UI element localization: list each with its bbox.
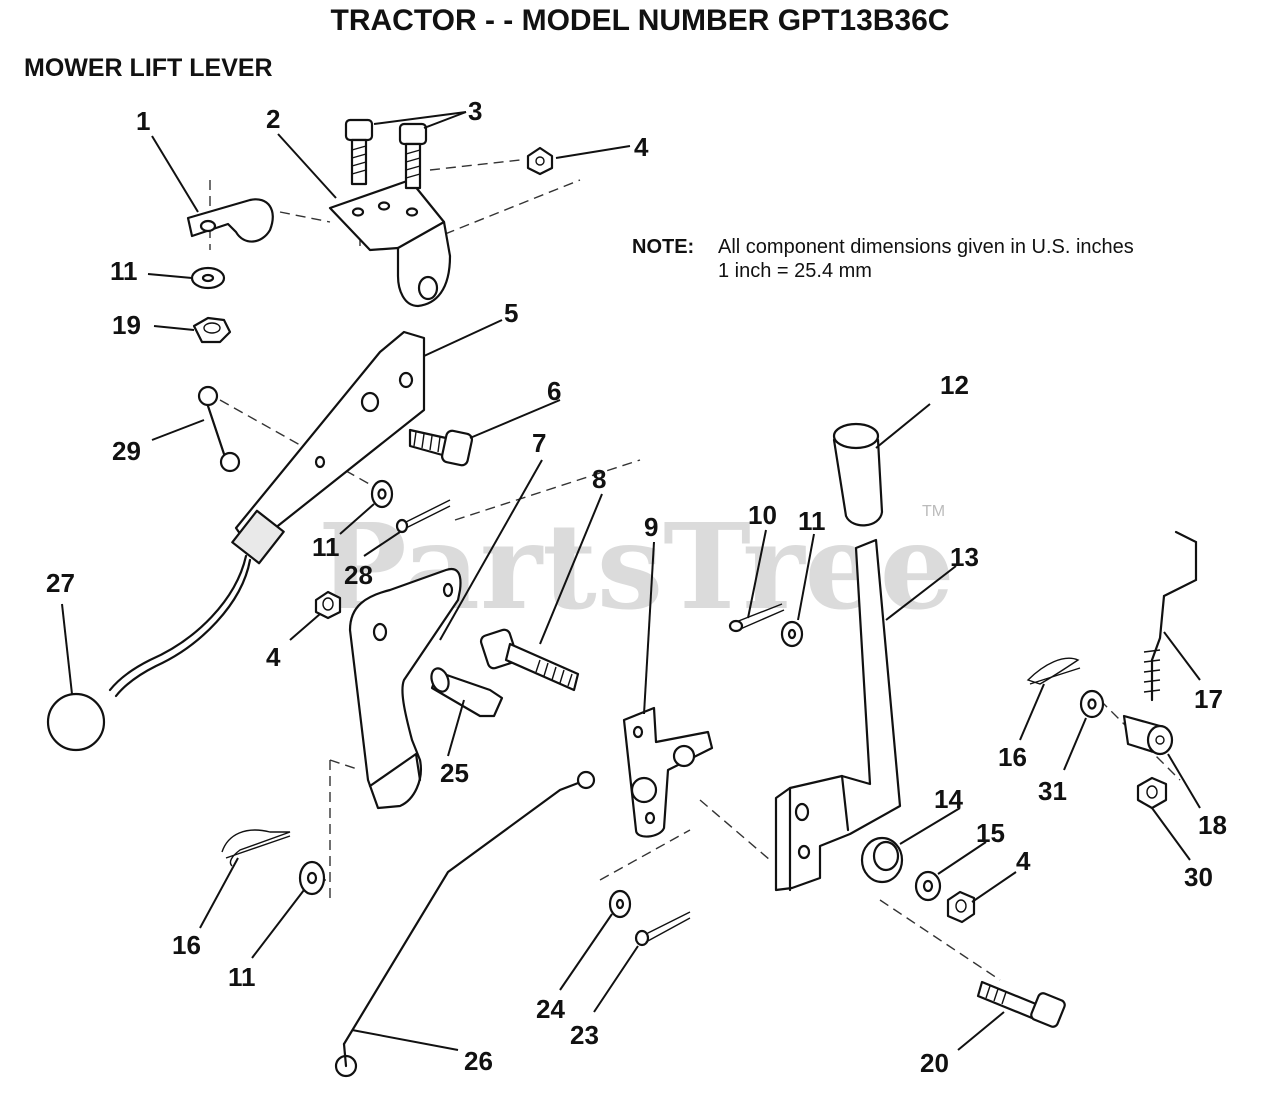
part-6-bolt: [408, 428, 474, 467]
part-14-bushing: [860, 836, 904, 884]
callout-20: 20: [920, 1048, 949, 1078]
part-20-bolt: [976, 980, 1066, 1028]
part-23-cotter-pin: [634, 911, 691, 947]
callout-4-top: 4: [634, 132, 649, 162]
page-title: TRACTOR - - MODEL NUMBER GPT13B36C: [331, 4, 950, 37]
part-2-bracket: [328, 178, 452, 308]
part-11-washer-mid: [370, 479, 394, 509]
callout-1: 1: [136, 106, 150, 136]
part-31-washer: [1079, 689, 1105, 719]
part-4-nut-top: [526, 146, 554, 176]
dimension-note: NOTE: All component dimensions given in …: [632, 236, 1134, 282]
callout-15: 15: [976, 818, 1005, 848]
callout-13: 13: [950, 542, 979, 572]
callout-16-right: 16: [998, 742, 1027, 772]
callout-28: 28: [344, 560, 373, 590]
callout-4-right: 4: [1016, 846, 1031, 876]
part-5-lift-arm: [108, 330, 426, 698]
part-9-bracket: [622, 706, 714, 838]
part-26-lift-rod: [334, 770, 596, 1078]
watermark-tm: TM: [922, 503, 945, 520]
callout-numbers: 1 2 3 4 11 19 5 6 12 29 7 8 10 11 11 9 1…: [46, 96, 1227, 1078]
section-title: MOWER LIFT LEVER: [24, 54, 273, 82]
note-label: NOTE:: [632, 236, 694, 258]
callout-24: 24: [536, 994, 565, 1024]
callout-18: 18: [1198, 810, 1227, 840]
callout-27: 27: [46, 568, 75, 598]
part-16-hairpin-clip-left: [221, 829, 291, 867]
part-17-adjust-rod: [1143, 530, 1198, 702]
part-8-long-bolt: [479, 628, 580, 692]
callout-11-top: 11: [110, 256, 138, 286]
part-29-link: [197, 385, 241, 473]
callout-9: 9: [644, 512, 658, 542]
part-16-hairpin-clip-right: [1026, 657, 1081, 685]
part-1-clip: [186, 198, 274, 243]
callout-17: 17: [1194, 684, 1223, 714]
part-11-washer-bottom: [298, 860, 326, 896]
note-line-1: All component dimensions given in U.S. i…: [718, 236, 1134, 258]
callout-30: 30: [1184, 862, 1213, 892]
part-4-nut-mid: [314, 590, 342, 620]
callout-11-bottom: 11: [228, 962, 256, 992]
callout-6: 6: [547, 376, 561, 406]
callout-10: 10: [748, 500, 777, 530]
part-19-locknut: [192, 316, 232, 344]
callout-7: 7: [532, 428, 546, 458]
part-27-knob: [46, 692, 106, 752]
part-15-washer: [914, 870, 942, 902]
callout-12: 12: [940, 370, 969, 400]
callout-25: 25: [440, 758, 469, 788]
callout-29: 29: [112, 436, 141, 466]
callout-2: 2: [266, 104, 280, 134]
callout-11-right: 11: [798, 506, 826, 536]
callout-3: 3: [468, 96, 482, 126]
callout-16-left: 16: [172, 930, 201, 960]
part-24-washer: [608, 889, 632, 919]
part-18-trunnion: [1122, 714, 1174, 756]
part-4-nut-right: [946, 890, 976, 924]
callout-5: 5: [504, 298, 518, 328]
part-13-handle: [774, 538, 902, 892]
callout-19: 19: [112, 310, 141, 340]
part-10-cotter-pin: [728, 603, 785, 633]
part-30-nut: [1136, 776, 1168, 810]
callout-31: 31: [1038, 776, 1067, 806]
part-11-washer-right: [780, 620, 804, 648]
callout-14: 14: [934, 784, 963, 814]
note-line-2: 1 inch = 25.4 mm: [718, 260, 872, 282]
part-28-cotter-pin: [395, 499, 451, 534]
callout-23: 23: [570, 1020, 599, 1050]
part-25-spacer: [430, 667, 504, 718]
callout-8: 8: [592, 464, 606, 494]
part-7-plate: [348, 567, 462, 810]
part-11-washer-top: [190, 266, 226, 290]
leader-lines: [61, 111, 1201, 1051]
callout-4-mid: 4: [266, 642, 281, 672]
part-12-grip: [832, 422, 884, 527]
callout-11-mid: 11: [312, 532, 340, 562]
callout-26: 26: [464, 1046, 493, 1076]
part-3-bolts: [344, 118, 428, 190]
